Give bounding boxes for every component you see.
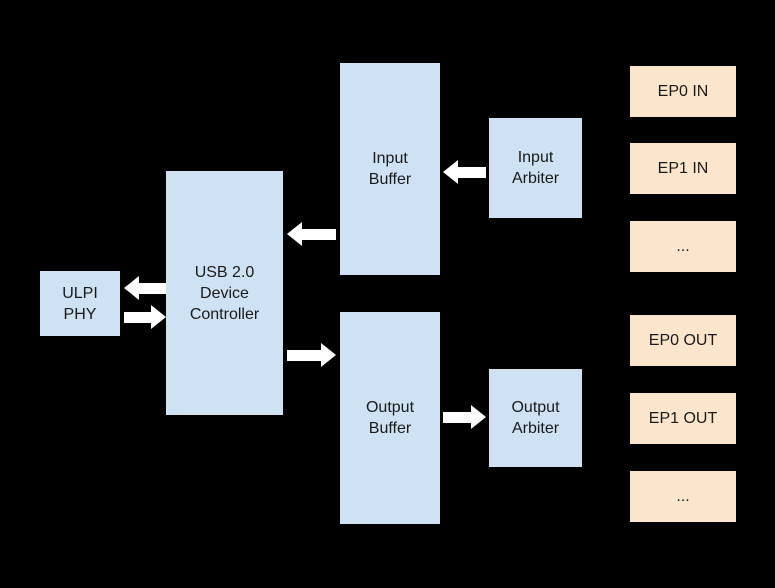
ulpi-phy-label-line2: PHY: [63, 305, 97, 323]
endpoint-ep0-in-box: EP0 IN: [629, 65, 737, 118]
arrow-controller-to-output-buffer-icon: [287, 343, 336, 367]
usb-device-controller-box: USB 2.0 Device Controller: [165, 170, 284, 416]
arrow-input-buffer-to-controller-icon: [287, 222, 336, 246]
arrow-input-arbiter-to-input-buffer-icon: [443, 160, 486, 184]
output-buffer-box: Output Buffer: [339, 311, 441, 525]
arrow-controller-to-ulpi-phy-icon: [124, 276, 166, 300]
ep1-in-label: EP1 IN: [657, 160, 709, 177]
output-buffer-label-line1: Output: [365, 399, 415, 416]
usb-controller-label-line3: Controller: [189, 305, 260, 323]
input-buffer-label-line1: Input: [372, 150, 408, 167]
ep0-in-label: EP0 IN: [657, 83, 709, 100]
usb-controller-label-line2: Device: [200, 284, 249, 302]
arrow-ulpi-phy-to-controller-icon: [124, 305, 166, 329]
endpoint-in-ellipsis-box: ...: [629, 220, 737, 273]
usb-controller-label-line1: USB 2.0: [194, 263, 255, 281]
arrow-head-right-icon: [151, 305, 166, 329]
arrow-shaft: [124, 311, 151, 323]
arrow-head-left-icon: [124, 276, 139, 300]
endpoint-ep1-in-box: EP1 IN: [629, 142, 737, 195]
arrow-head-right-icon: [321, 343, 336, 367]
input-arbiter-box: Input Arbiter: [488, 117, 583, 219]
arrow-shaft: [287, 349, 321, 361]
ep1-out-label: EP1 OUT: [648, 410, 718, 427]
ulpi-phy-label-line1: ULPI: [62, 284, 98, 302]
ep-out-ellipsis-label: ...: [676, 488, 690, 505]
input-arbiter-label-line1: Input: [517, 149, 554, 166]
arrow-shaft: [302, 228, 336, 240]
arrow-shaft: [458, 166, 486, 178]
output-arbiter-label-line1: Output: [511, 399, 560, 416]
input-buffer-label-line2: Buffer: [368, 171, 412, 188]
arrow-output-buffer-to-output-arbiter-icon: [443, 405, 486, 429]
arrow-shaft: [443, 411, 471, 423]
endpoint-out-ellipsis-box: ...: [629, 470, 737, 523]
input-arbiter-label-line2: Arbiter: [511, 170, 560, 187]
ep-in-ellipsis-label: ...: [676, 238, 690, 255]
arrow-head-left-icon: [443, 160, 458, 184]
ulpi-phy-box: ULPI PHY: [39, 270, 121, 337]
arrow-head-right-icon: [471, 405, 486, 429]
endpoint-ep1-out-box: EP1 OUT: [629, 392, 737, 445]
output-arbiter-box: Output Arbiter: [488, 368, 583, 468]
ep0-out-label: EP0 OUT: [648, 332, 718, 349]
output-arbiter-label-line2: Arbiter: [511, 420, 560, 437]
endpoint-ep0-out-box: EP0 OUT: [629, 314, 737, 367]
arrow-head-left-icon: [287, 222, 302, 246]
arrow-shaft: [139, 282, 166, 294]
input-buffer-box: Input Buffer: [339, 62, 441, 276]
output-buffer-label-line2: Buffer: [368, 420, 412, 437]
